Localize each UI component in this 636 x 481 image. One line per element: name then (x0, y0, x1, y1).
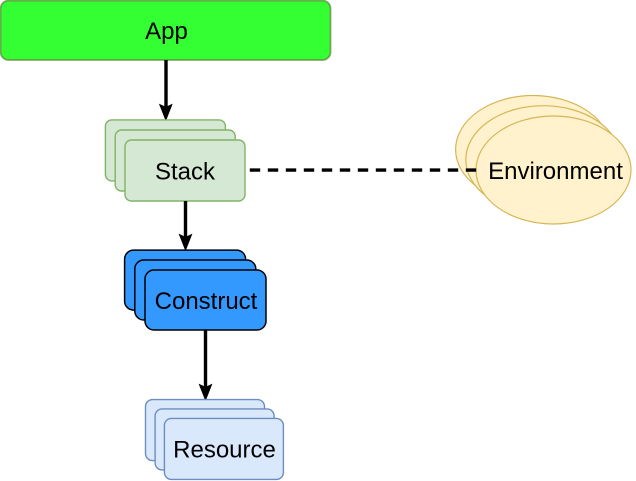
svg-text:App: App (145, 18, 188, 45)
svg-text:Stack: Stack (155, 158, 216, 185)
svg-text:Construct: Construct (155, 288, 258, 315)
svg-text:Environment: Environment (488, 158, 623, 185)
svg-text:Resource: Resource (173, 437, 276, 464)
